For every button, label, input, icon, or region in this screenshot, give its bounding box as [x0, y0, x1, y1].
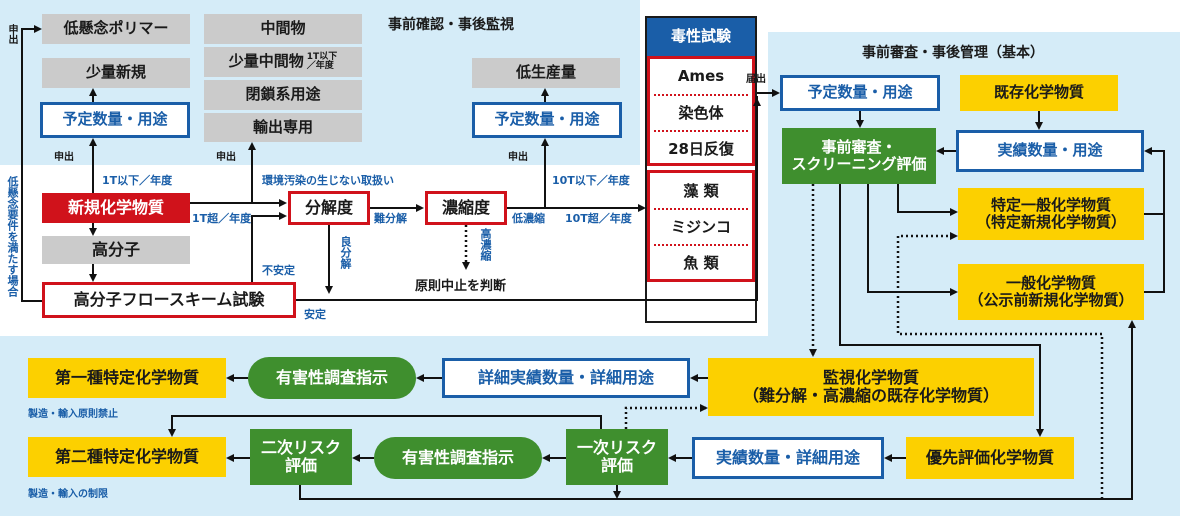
toxicity-test-algae: 藻 類: [683, 181, 719, 200]
dotted-separator: [654, 208, 748, 210]
specific-general-chemical-box: 特定一般化学物質（特定新規化学物質）: [958, 188, 1144, 240]
polymer-box: 高分子: [42, 236, 190, 264]
line-bottom-return: [299, 320, 1136, 500]
general-line-2: （公示前新規化学物質）: [968, 291, 1134, 309]
screening-box: 事前審査・スクリーニング評価: [782, 128, 936, 184]
low-concern-polymer-box: 低懸念ポリマー: [42, 14, 190, 44]
line-primary-to-class2: [168, 415, 602, 437]
arrow-to-specific-general: [897, 184, 958, 216]
specific-general-line-1: 特定一般化学物質: [990, 195, 1111, 214]
low-conc-label: 低濃縮: [512, 212, 545, 225]
secondary-risk-line-1: 二次リスク: [260, 437, 341, 457]
degradability-box: 分解度: [288, 191, 370, 225]
general-label: 一般化学物質（公示前新規化学物質）: [968, 273, 1134, 310]
dotted-separator: [654, 244, 748, 246]
note-line-2: ／年度: [306, 61, 334, 71]
hard-degrade-label: 難分解: [374, 212, 407, 225]
under-1t-label: 1T以下／年度: [102, 174, 173, 187]
low-production-box: 低生産量: [472, 58, 620, 88]
dotted-separator: [654, 130, 748, 132]
small-intermediate-note: 1T以下／年度: [307, 53, 337, 71]
polymer-flow-test-box: 高分子フロースキーム試験: [42, 282, 296, 318]
primary-risk-line-1: 一次リスク: [576, 437, 657, 457]
good-degrade-label: 良分解: [339, 236, 352, 269]
line-stable: [296, 96, 758, 301]
toxicity-test-fish: 魚 類: [683, 253, 719, 272]
high-conc-label: 高濃縮: [479, 228, 492, 261]
primary-risk-line-2: 評価: [600, 456, 633, 475]
over-10t-label: 10T超／年度: [565, 212, 632, 225]
low-concern-requirement-label: 低懸念要件を満たす場合: [6, 176, 19, 297]
primary-risk-box: 一次リスク評価: [566, 429, 668, 485]
note-line-1: 1T以下: [306, 52, 338, 62]
class1-specified-chemical-box: 第一種特定化学物質: [28, 358, 226, 398]
prohibit-label: 製造・輸入原則禁止: [28, 409, 118, 420]
intermediate-box: 中間物: [204, 14, 362, 44]
toxicity-group-a: Ames 染色体 28日反復: [647, 56, 755, 166]
specific-general-line-2: （特定新規化学物質）: [975, 213, 1126, 231]
line-screening-to-priority: [839, 184, 1044, 437]
stable-label: 安定: [304, 308, 326, 321]
screening-line-2: スクリーニング評価: [791, 155, 927, 173]
specific-general-label: 特定一般化学物質（特定新規化学物質）: [975, 195, 1126, 232]
planned-qty-use-box-3: 予定数量・用途: [780, 75, 940, 111]
actual-qty-use-box: 実績数量・用途: [956, 130, 1144, 172]
apply-label-low-production: 申出: [508, 152, 528, 163]
toxicity-test-28day: 28日反復: [668, 139, 734, 158]
notify-label: 届出: [746, 74, 766, 85]
planned-qty-use-box-1: 予定数量・用途: [40, 102, 190, 138]
existing-chemical-box: 既存化学物質: [960, 75, 1118, 111]
small-intermediate-box: 少量中間物 1T以下／年度: [204, 47, 362, 77]
toxicity-test-ames: Ames: [677, 67, 725, 85]
class2-specified-chemical-box: 第二種特定化学物質: [28, 437, 226, 477]
toxicity-group-b: 藻 類 ミジンコ 魚 類: [647, 170, 755, 282]
monitored-line-2: （難分解・高濃縮の既存化学物質）: [742, 386, 999, 405]
arrow-unstable: [251, 212, 287, 282]
closed-use-box: 閉鎖系用途: [204, 80, 362, 110]
monitored-chemical-box: 監視化学物質（難分解・高濃縮の既存化学物質）: [708, 358, 1034, 416]
new-chemical-box: 新規化学物質: [42, 193, 190, 223]
monitored-line-1: 監視化学物質: [822, 367, 919, 387]
stop-decision-label: 原則中止を判断: [415, 279, 507, 294]
apply-label-small-new: 申出: [54, 152, 74, 163]
secondary-risk-label: 二次リスク評価: [260, 437, 341, 476]
general-line-1: 一般化学物質: [1005, 273, 1096, 292]
primary-risk-label: 一次リスク評価: [576, 437, 657, 476]
dotted-to-specific-general: [896, 232, 1104, 499]
small-new-box: 少量新規: [42, 58, 190, 88]
small-intermediate-label: 少量中間物: [228, 52, 304, 71]
no-env-pollution-label: 環境汚染の生じない取扱い: [262, 174, 394, 187]
planned-qty-use-box-2: 予定数量・用途: [472, 102, 622, 138]
dotted-primary-to-monitored: [624, 404, 708, 429]
secondary-risk-line-2: 評価: [284, 456, 317, 475]
restrict-label: 製造・輸入の制限: [28, 489, 108, 500]
toxicity-test-chromosome: 染色体: [678, 103, 724, 122]
hazard-investigation-pill-2: 有害性調査指示: [374, 437, 542, 479]
hazard-investigation-pill-1: 有害性調査指示: [248, 357, 416, 399]
arrow-low-concern: [21, 25, 42, 302]
section-title-pre-review: 事前審査・事後管理（基本）: [862, 45, 1044, 61]
section-title-pre-check: 事前確認・事後監視: [388, 17, 514, 33]
under-10t-label: 10T以下／年度: [552, 174, 630, 187]
toxicity-header: 毒性試験: [647, 18, 755, 56]
apply-label-left: 申出: [6, 24, 17, 44]
actual-detailed-use-box: 実績数量・詳細用途: [692, 437, 884, 479]
concentration-box: 濃縮度: [425, 191, 507, 225]
apply-label-intermediate: 申出: [216, 152, 236, 163]
toxicity-test-daphnia: ミジンコ: [670, 217, 731, 236]
arrow-to-general: [867, 184, 958, 296]
unstable-label: 不安定: [262, 264, 295, 277]
detailed-qty-use-box: 詳細実績数量・詳細用途: [442, 358, 690, 398]
priority-assessment-box: 優先評価化学物質: [906, 437, 1074, 479]
screening-label: 事前審査・スクリーニング評価: [791, 137, 927, 174]
screening-line-1: 事前審査・: [821, 137, 897, 156]
over-1t-label: 1T超／年度: [192, 212, 252, 225]
export-only-box: 輸出専用: [204, 113, 362, 142]
general-chemical-box: 一般化学物質（公示前新規化学物質）: [958, 264, 1144, 320]
secondary-risk-box: 二次リスク評価: [250, 429, 352, 485]
monitored-label: 監視化学物質（難分解・高濃縮の既存化学物質）: [742, 367, 999, 406]
dotted-separator: [654, 94, 748, 96]
line-right-loop: [1144, 151, 1165, 293]
